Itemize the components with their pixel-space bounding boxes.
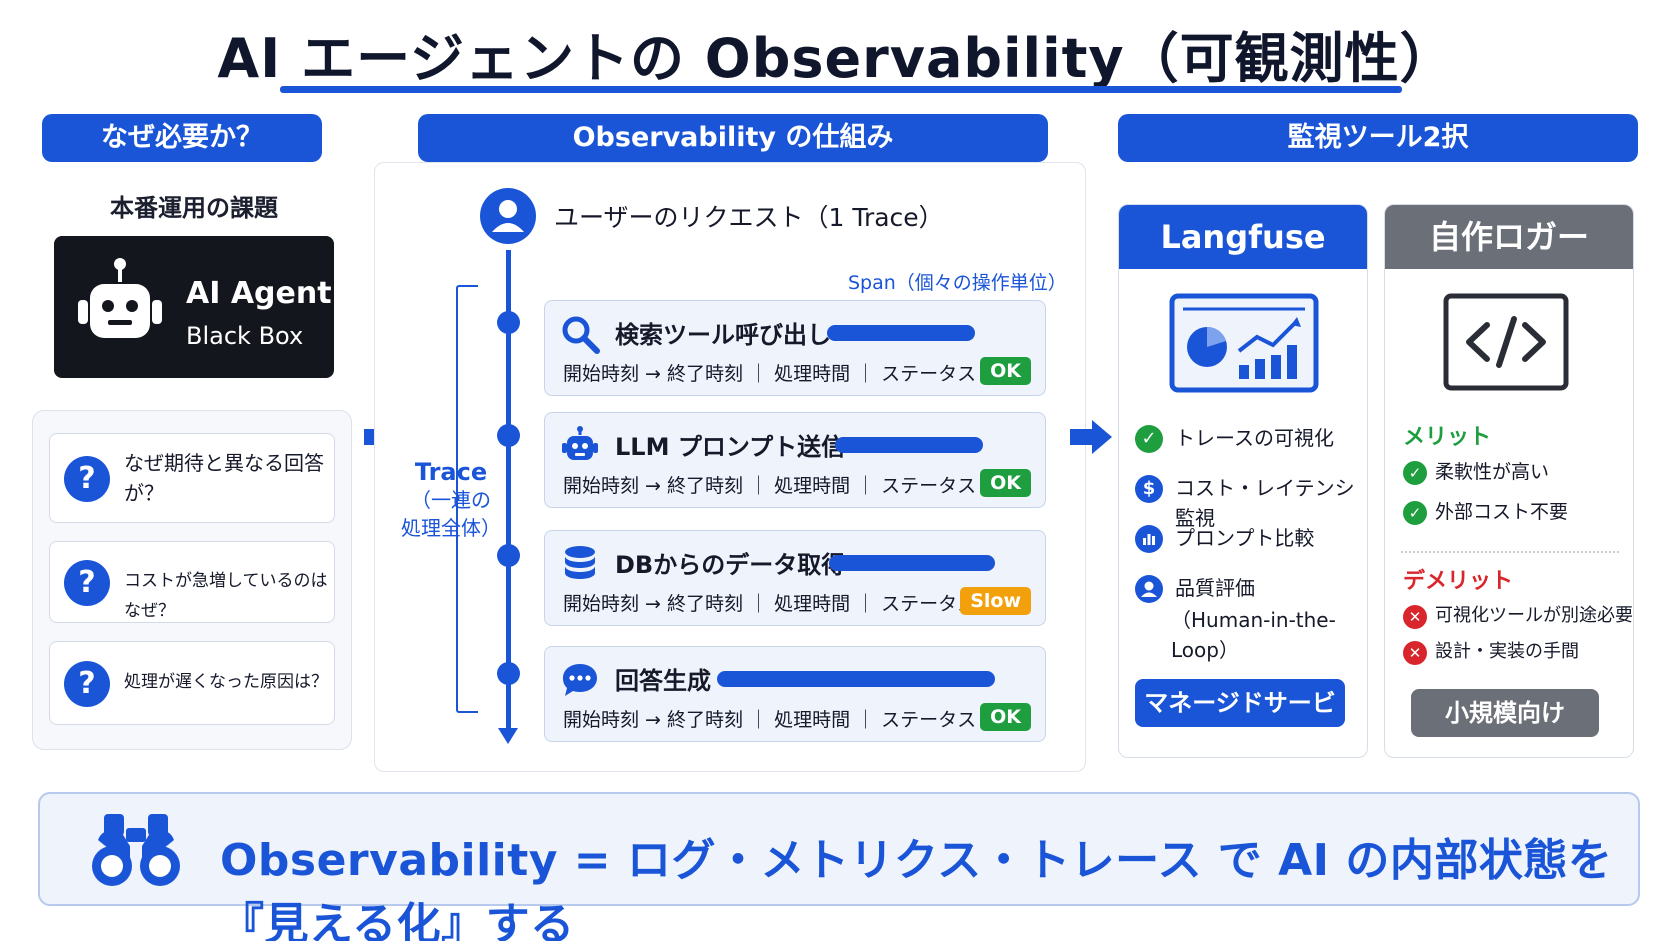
check-icon: ✓ — [1403, 461, 1427, 485]
demerit-label: デメリット — [1403, 569, 1514, 594]
blackbox-title: AI Agent — [186, 276, 332, 311]
blackbox-subtitle: Black Box — [186, 322, 304, 350]
span-card-db: DBからのデータ取得 開始時刻 → 終了時刻 ｜ 処理時間 ｜ ステータス Sl… — [544, 530, 1046, 626]
trace-label-title: Trace — [414, 458, 488, 486]
timeline-node — [497, 311, 520, 334]
robot-icon — [562, 426, 598, 460]
span-meta: 開始時刻 → 終了時刻 ｜ 処理時間 ｜ ステータス — [563, 593, 977, 615]
database-icon — [565, 546, 595, 579]
status-badge: Slow — [960, 587, 1031, 615]
merit-label: メリット — [1403, 425, 1492, 450]
user-icon — [1135, 575, 1163, 603]
demerit-text: 設計・実装の手間 — [1435, 641, 1579, 662]
span-title: DBからのデータ取得 — [615, 551, 846, 579]
span-meta: 開始時刻 → 終了時刻 ｜ 処理時間 ｜ ステータス — [563, 363, 977, 385]
span-duration-bar — [829, 555, 995, 571]
question-text: 処理が遅くなった原因は？ — [124, 672, 328, 692]
binoculars-icon — [92, 814, 180, 886]
trace-label-line2: （一連の — [411, 488, 491, 512]
span-title: 検索ツール呼び出し — [615, 321, 831, 349]
user-icon — [480, 188, 536, 244]
trace-label: Trace （一連の 処理全体） — [396, 458, 506, 542]
divider — [1401, 551, 1619, 553]
small-scale-button[interactable]: 小規模向け — [1411, 689, 1599, 737]
question-icon: ? — [64, 560, 110, 606]
langfuse-title: Langfuse — [1119, 205, 1367, 269]
langfuse-card: Langfuse ✓ トレースの可視化 $ コスト・レイテンシ監視 プロンプト比… — [1118, 204, 1368, 758]
user-request-label: ユーザーのリクエスト（1 Trace） — [554, 203, 944, 232]
arrow-right-icon — [1070, 420, 1112, 454]
title-underline — [280, 86, 1402, 93]
span-duration-bar — [835, 437, 983, 453]
chat-icon — [563, 664, 597, 696]
trace-bracket — [456, 285, 478, 713]
ai-agent-blackbox: AI Agent Black Box — [54, 236, 334, 378]
dashboard-icon — [1169, 293, 1319, 393]
cross-icon: ✕ — [1403, 605, 1427, 629]
merit-text: 柔軟性が高い — [1435, 461, 1550, 483]
question-card: ? なぜ期待と異なる回答が？ — [49, 433, 335, 523]
code-icon — [1443, 293, 1569, 391]
feature-text: 品質評価 — [1175, 576, 1255, 600]
question-text: なぜ期待と異なる回答が？ — [124, 451, 324, 505]
trace-timeline — [506, 250, 511, 740]
span-meta: 開始時刻 → 終了時刻 ｜ 処理時間 ｜ ステータス — [563, 709, 977, 731]
timeline-node — [497, 662, 520, 685]
trace-label-line3: 処理全体） — [401, 516, 501, 540]
feature-text: プロンプト比較 — [1175, 526, 1315, 550]
custom-logger-title: 自作ロガー — [1385, 205, 1633, 269]
right-column-header: 監視ツール2択 — [1118, 114, 1638, 162]
question-icon: ? — [64, 661, 110, 707]
feature-text-sub: （Human-in-the-Loop） — [1171, 608, 1336, 662]
span-card-answer: 回答生成 開始時刻 → 終了時刻 ｜ 処理時間 ｜ ステータス OK — [544, 646, 1046, 742]
demerit-text: 可視化ツールが別途必要 — [1435, 605, 1633, 626]
left-subtitle: 本番運用の課題 — [110, 194, 278, 222]
status-badge: OK — [980, 703, 1031, 731]
custom-logger-card: 自作ロガー メリット ✓ 柔軟性が高い ✓ 外部コスト不要 デメリット ✕ 可視… — [1384, 204, 1634, 758]
check-icon: ✓ — [1403, 501, 1427, 525]
timeline-arrowhead-icon — [498, 728, 518, 744]
check-icon: ✓ — [1135, 425, 1163, 453]
summary-text: Observability = ログ・メトリクス・トレース で AI の内部状態… — [220, 835, 1613, 941]
question-card: ? 処理が遅くなった原因は？ — [49, 641, 335, 725]
question-icon: ? — [64, 456, 110, 502]
span-card-search: 検索ツール呼び出し 開始時刻 → 終了時刻 ｜ 処理時間 ｜ ステータス OK — [544, 300, 1046, 396]
dollar-icon: $ — [1135, 475, 1163, 503]
status-badge: OK — [980, 357, 1031, 385]
page-title: AI エージェントの Observability（可観測性） — [217, 27, 1455, 90]
question-card: ? コストが急増しているのはなぜ？ — [49, 541, 335, 623]
timeline-node — [497, 424, 520, 447]
feature-text: トレースの可視化 — [1175, 426, 1334, 450]
merit-text: 外部コスト不要 — [1435, 501, 1569, 523]
robot-icon — [78, 258, 162, 338]
span-duration-bar — [827, 325, 975, 341]
question-text: コストが急増しているのはなぜ？ — [124, 571, 328, 621]
middle-column-header: Observability の仕組み — [418, 114, 1048, 162]
span-label: Span（個々の操作単位） — [848, 272, 1067, 294]
span-title: LLM プロンプト送信 — [615, 433, 846, 461]
left-column-header: なぜ必要か？ — [42, 114, 322, 162]
search-icon — [562, 316, 600, 354]
cross-icon: ✕ — [1403, 641, 1427, 665]
managed-service-button[interactable]: マネージドサービス — [1135, 679, 1345, 757]
span-card-llm: LLM プロンプト送信 開始時刻 → 終了時刻 ｜ 処理時間 ｜ ステータス O… — [544, 412, 1046, 508]
timeline-node — [497, 544, 520, 567]
status-badge: OK — [980, 469, 1031, 497]
summary-banner: Observability = ログ・メトリクス・トレース で AI の内部状態… — [38, 792, 1640, 941]
span-meta: 開始時刻 → 終了時刻 ｜ 処理時間 ｜ ステータス — [563, 475, 977, 497]
span-duration-bar — [717, 671, 995, 687]
feature-text: コスト・レイテンシ監視 — [1175, 476, 1355, 530]
questions-panel: ? なぜ期待と異なる回答が？ ? コストが急増しているのはなぜ？ ? 処理が遅く… — [32, 410, 352, 750]
span-title: 回答生成 — [615, 667, 711, 695]
bar-chart-icon — [1135, 525, 1163, 553]
